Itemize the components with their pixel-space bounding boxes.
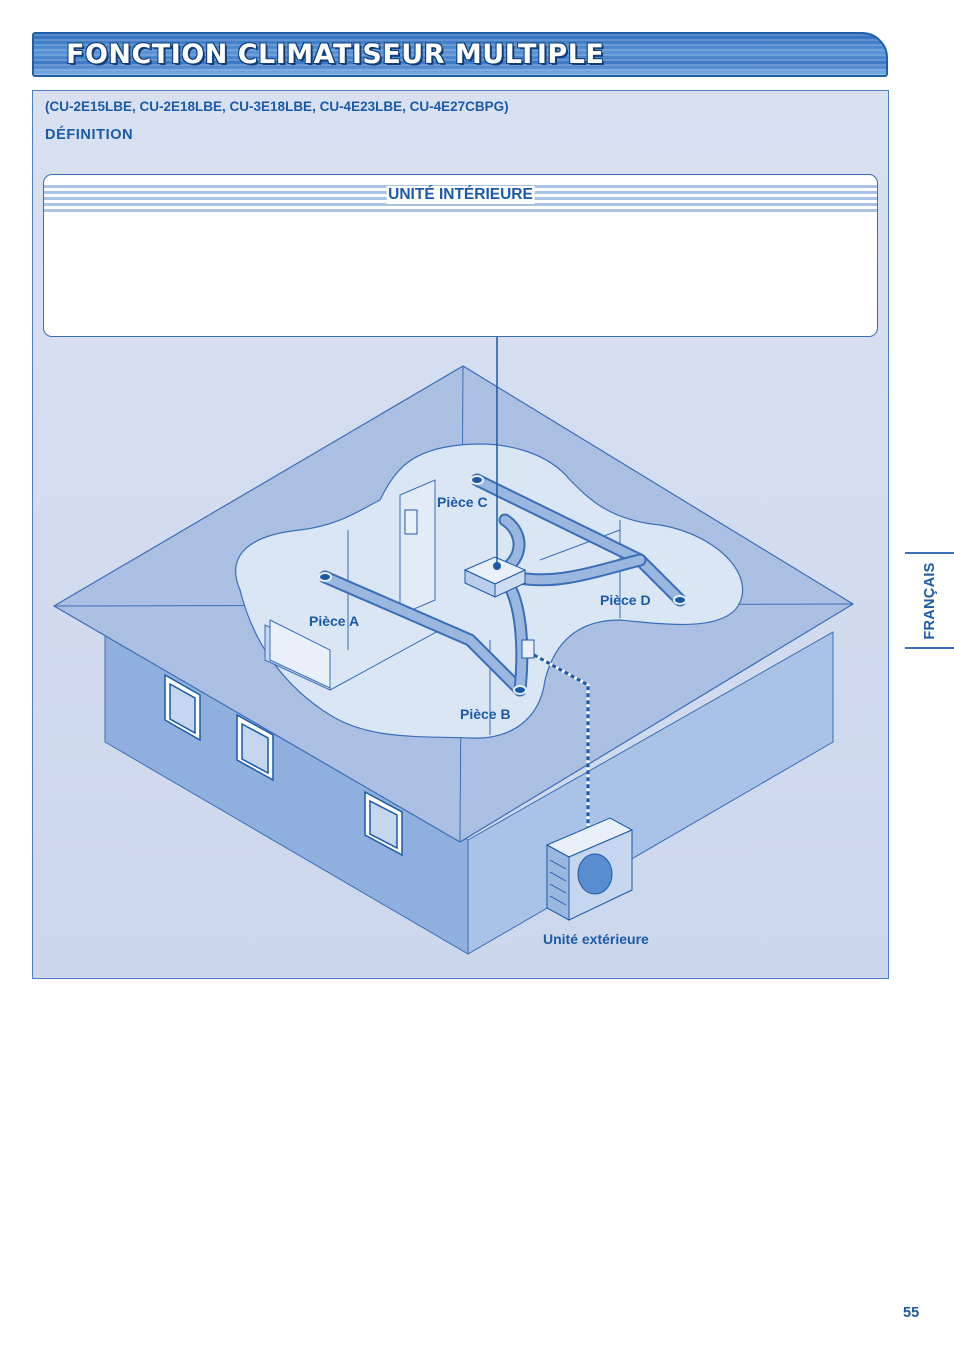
wall-controller <box>521 639 535 659</box>
interior-edge <box>329 629 441 691</box>
indoor-unit <box>463 556 527 598</box>
duct-vents <box>318 475 687 695</box>
room-c-label: Pièce C <box>437 494 488 510</box>
outdoor-unit <box>545 817 634 921</box>
interior-wall <box>399 479 436 616</box>
thermostat-panel <box>404 509 418 535</box>
indoor-box-title: UNITÉ INTÉRIEURE <box>386 186 535 204</box>
language-tab: FRANÇAIS <box>905 552 954 649</box>
room-a-label: Pièce A <box>309 613 359 629</box>
duct-network <box>318 473 687 697</box>
room-b-label: Pièce B <box>460 706 511 722</box>
page-number: 55 <box>903 1305 920 1321</box>
model-list: (CU-2E15LBE, CU-2E18LBE, CU-3E18LBE, CU-… <box>45 99 509 114</box>
outdoor-unit-label: Unité extérieure <box>543 931 649 947</box>
house-windows <box>164 673 403 857</box>
language-tab-label: FRANÇAIS <box>921 561 938 640</box>
section-heading: DÉFINITION <box>45 127 134 143</box>
interior-wall <box>269 619 331 689</box>
leader-dot <box>493 562 501 570</box>
room-d-label: Pièce D <box>600 592 651 608</box>
interior-edge <box>539 529 621 561</box>
title-bar: FONCTION CLIMATISEUR MULTIPLE <box>32 32 888 77</box>
indoor-unit-box: UNITÉ INTÉRIEURE <box>43 174 878 337</box>
piping-line <box>533 653 590 845</box>
page-title: FONCTION CLIMATISEUR MULTIPLE <box>66 39 605 70</box>
